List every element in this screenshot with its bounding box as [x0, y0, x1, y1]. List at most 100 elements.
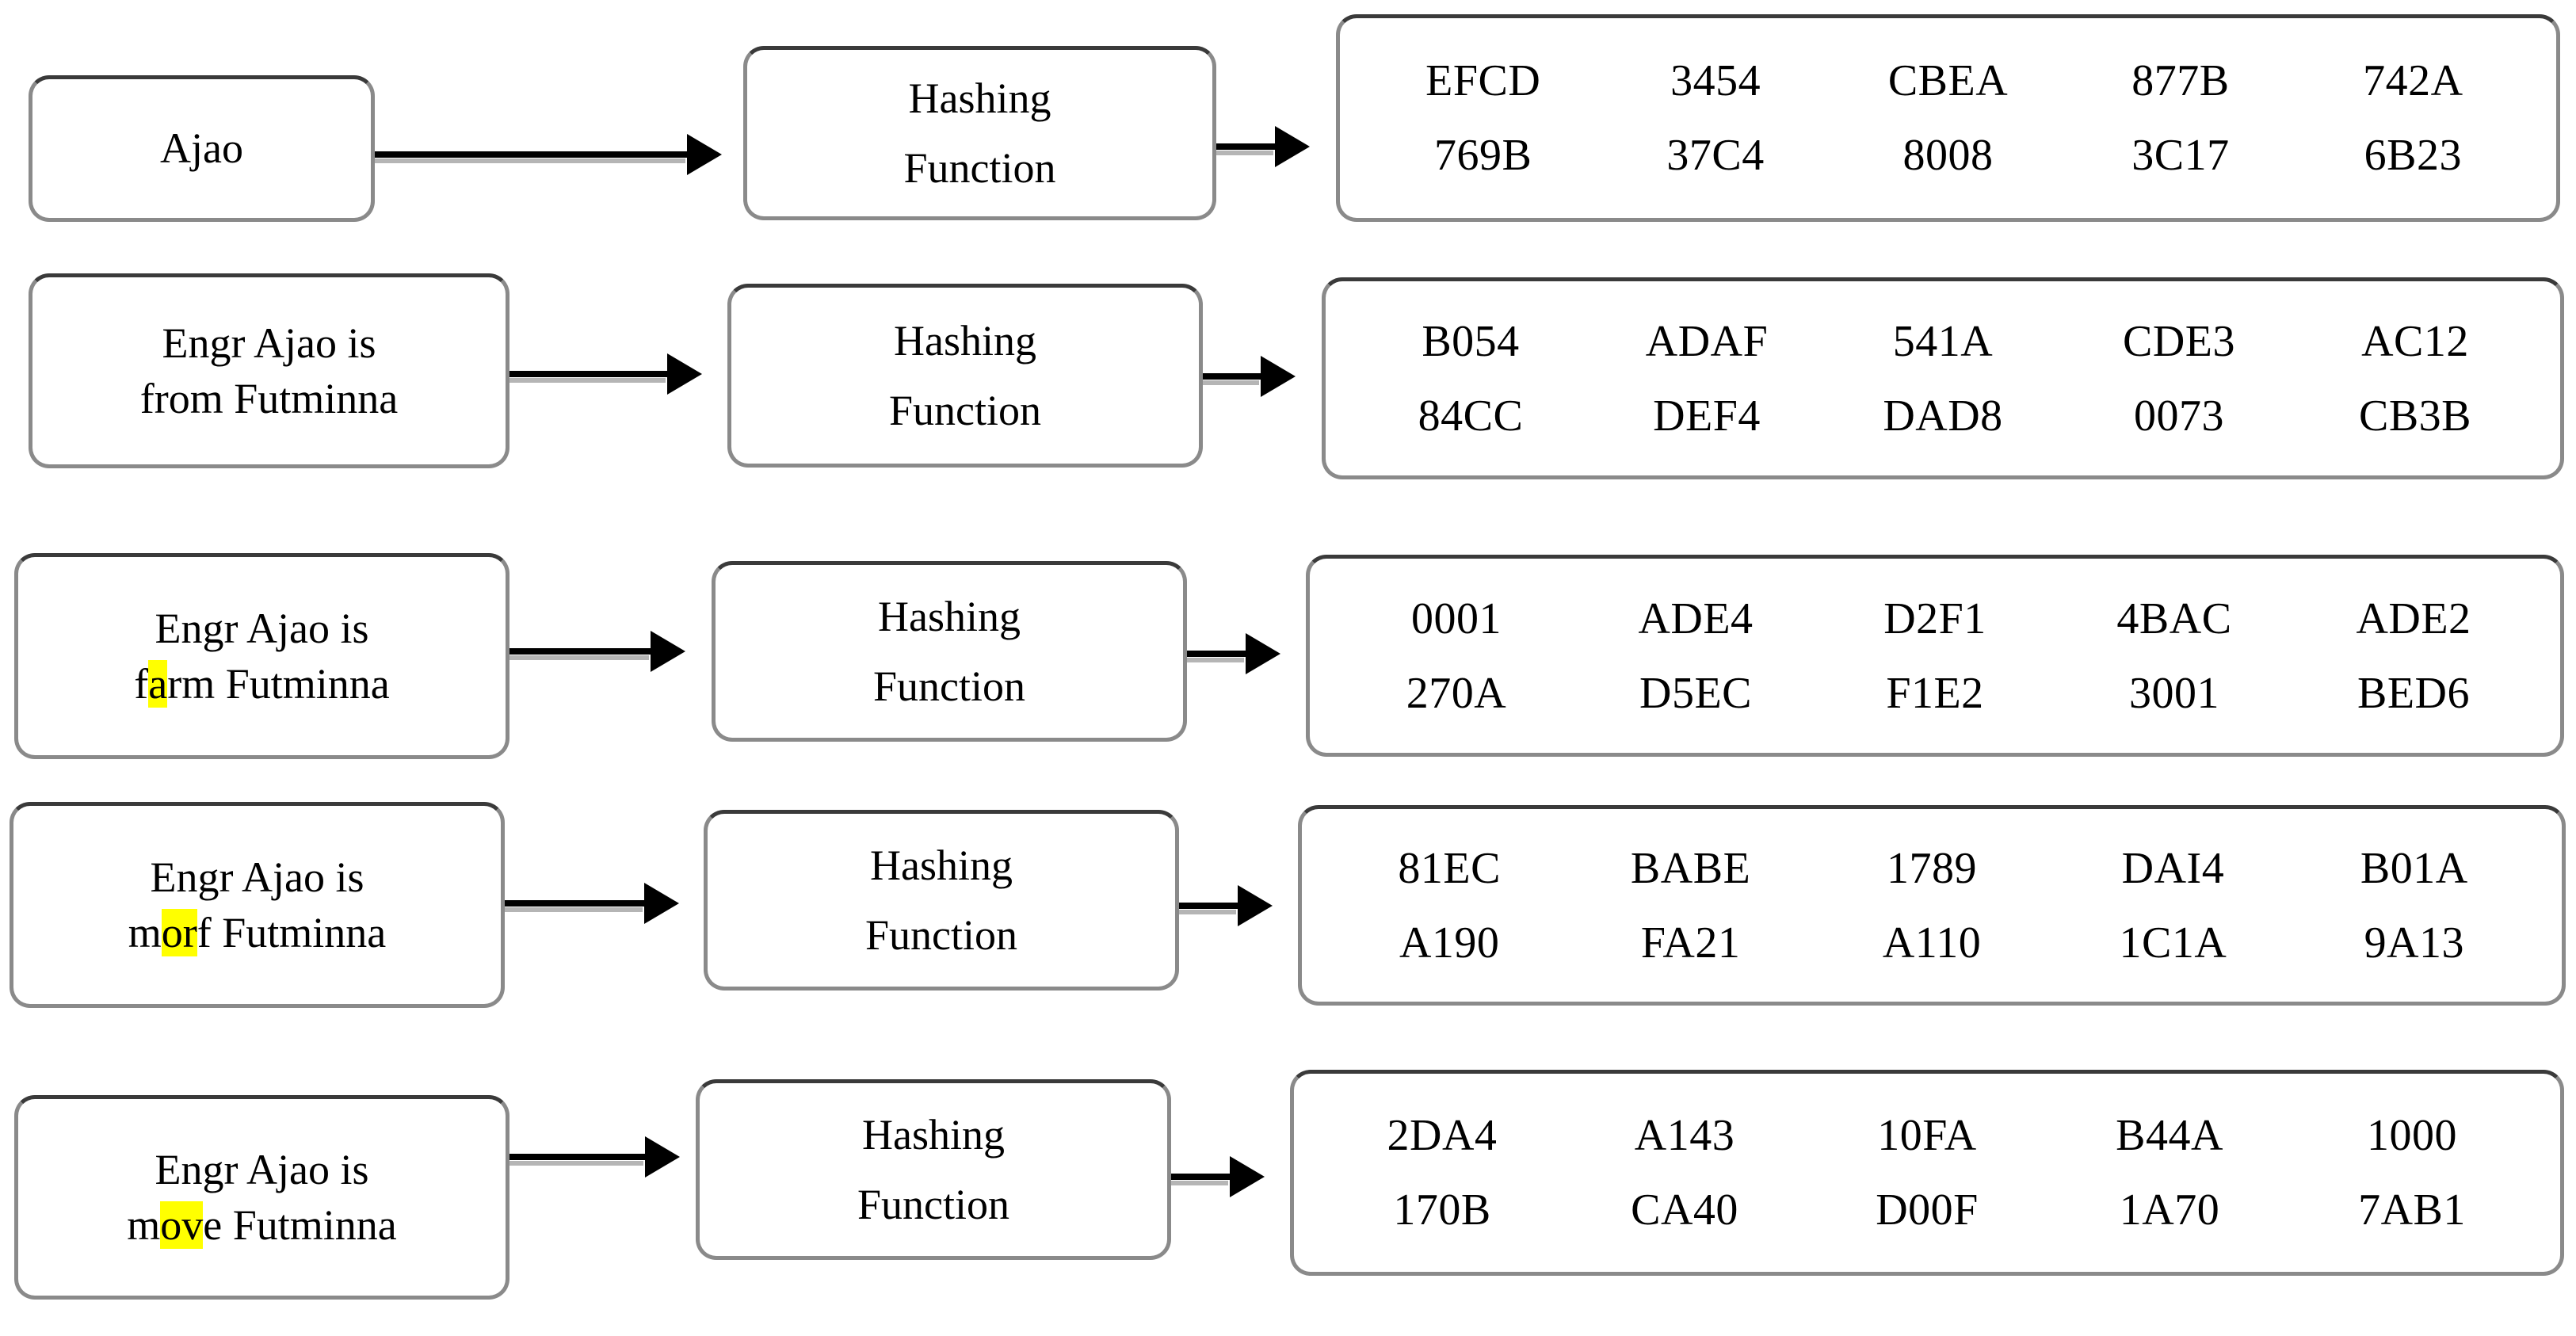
digest-chunk: EFCD [1425, 56, 1541, 105]
digest-chunk: 10FA [1877, 1111, 1977, 1160]
arrow-head-icon [1230, 1156, 1265, 1197]
arrow-shaft [509, 648, 654, 655]
digest-chunk: 4BAC [2116, 594, 2232, 643]
arrow-shaft-shadow [1171, 1181, 1228, 1185]
digest-chunk: 3C17 [2131, 131, 2230, 180]
digest-chunk: DEF4 [1653, 391, 1761, 441]
arrow-head-icon [645, 1136, 680, 1178]
digest-chunk: 0073 [2134, 391, 2224, 441]
arrow-head-icon [667, 353, 702, 395]
input-line-2-prefix: m [127, 1201, 161, 1249]
hashing-label-line-1: Hashing [878, 592, 1021, 640]
digest-chunk: 1A70 [2119, 1185, 2220, 1235]
digest-chunk: BABE [1630, 843, 1751, 893]
arrow-shaft-shadow [1187, 658, 1244, 662]
arrow-shaft-shadow [509, 378, 666, 383]
input-line-1: Engr Ajao is [162, 319, 376, 367]
digest-chunk: CDE3 [2123, 316, 2235, 366]
digest-chunk: 541A [1892, 316, 1994, 366]
input-message-box-1[interactable]: Ajao [29, 71, 376, 227]
digest-chunk: A190 [1399, 918, 1500, 968]
arrow-head-icon [651, 631, 685, 672]
digest-chunk: 0001 [1411, 594, 1502, 643]
digest-chunk: D2F1 [1883, 594, 1986, 643]
hashing-label-line-2: Function [903, 144, 1056, 192]
arrow-shaft-shadow [505, 907, 643, 912]
arrow-head-icon [644, 883, 679, 924]
digest-chunk: ADE4 [1638, 594, 1754, 643]
digest-chunk: 3001 [2129, 668, 2219, 718]
arrow-head-icon [1261, 356, 1296, 397]
arrow-shaft [1179, 903, 1241, 909]
digest-chunk: 9A13 [2364, 918, 2465, 968]
input-line-1: Engr Ajao is [155, 604, 369, 652]
hashing-label-line-1: Hashing [862, 1110, 1005, 1159]
input-line-1: Engr Ajao is [150, 853, 364, 901]
arrow-shaft-shadow [509, 1161, 643, 1166]
arrow-shaft [1171, 1174, 1233, 1180]
input-line-1: Ajao [160, 124, 243, 173]
digest-chunk: 270A [1406, 668, 1507, 718]
digest-chunk: 3454 [1670, 56, 1761, 105]
input-message-text: Ajao [160, 120, 243, 176]
arrow-head-icon [687, 134, 722, 175]
hashing-label-line-1: Hashing [894, 316, 1036, 365]
arrow-shaft [509, 1154, 648, 1160]
input-line-2-prefix: f [134, 660, 149, 708]
digest-chunk: 1000 [2367, 1111, 2457, 1160]
input-line-2: morf Futminna [128, 905, 386, 960]
digest-chunk: FA21 [1640, 918, 1741, 968]
input-line-2-prefix: m [128, 909, 162, 956]
digest-chunk: F1E2 [1886, 668, 1984, 718]
digest-chunk: A143 [1634, 1111, 1735, 1160]
input-line-1: Engr Ajao is [155, 1145, 369, 1193]
digest-chunk: 84CC [1418, 391, 1524, 441]
arrow-shaft-shadow [1179, 910, 1236, 914]
hashing-label-line-2: Function [872, 662, 1025, 710]
input-line-2: move Futminna [127, 1197, 397, 1253]
digest-chunk: 6B23 [2364, 131, 2462, 180]
highlighted-characters: ov [160, 1201, 204, 1249]
arrow-shaft [1203, 373, 1264, 380]
arrow-shaft [505, 900, 647, 907]
digest-chunk: 877B [2131, 56, 2230, 105]
highlighted-characters: or [161, 909, 197, 956]
arrow-head-icon [1246, 633, 1280, 674]
digest-chunk: 769B [1434, 131, 1532, 180]
hashing-label-line-1: Hashing [870, 841, 1013, 889]
digest-chunk: AC12 [2361, 316, 2469, 366]
digest-chunk: CBEA [1887, 56, 2009, 105]
digest-chunk: B054 [1422, 316, 1520, 366]
highlighted-characters: a [148, 660, 168, 708]
input-line-2: farm Futminna [134, 656, 390, 712]
arrow-head-icon [1275, 126, 1310, 167]
